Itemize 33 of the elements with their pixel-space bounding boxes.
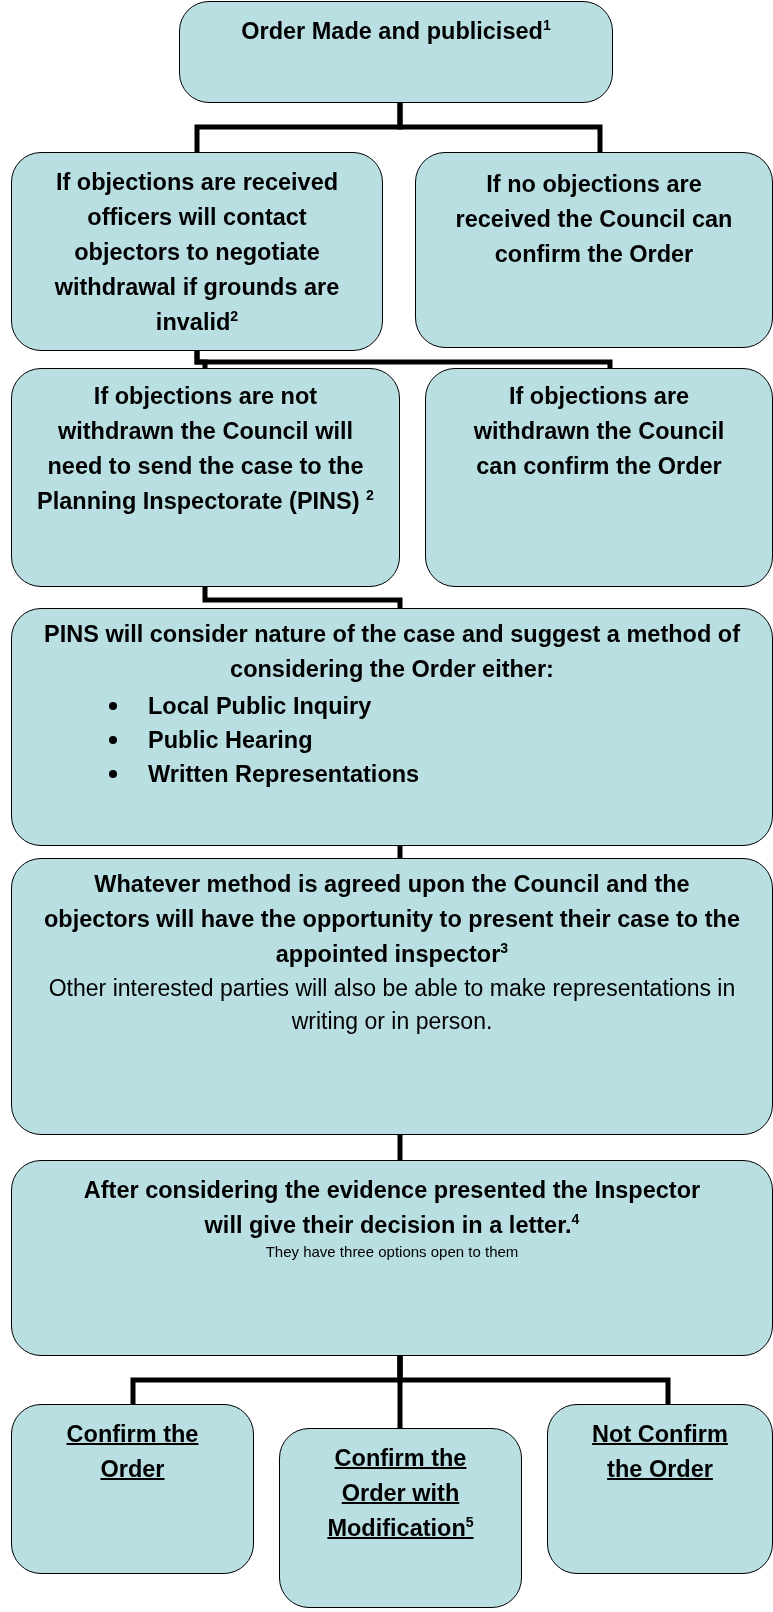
node-heading: Not Confirm the Order <box>591 1420 729 1484</box>
node-heading: If objections are received officers will contact objectors to negotiate withdrawal if grounds are invalid$^{2}$ <box>53 168 341 337</box>
rounded-box <box>11 1160 773 1356</box>
rounded-box <box>547 1404 773 1574</box>
list-item: Written Representations <box>148 761 420 787</box>
list-item: Local Public Inquiry <box>148 693 372 719</box>
node-text: They have three options open to them <box>264 1243 520 1261</box>
node-heading: If objections are withdrawn the Council can confirm the Order <box>472 382 726 481</box>
connector-line <box>397 1135 403 1160</box>
rounded-box <box>11 152 383 351</box>
node-heading: Confirm the Order <box>65 1420 200 1484</box>
node-heading: If objections are not withdrawn the Council will need to send the case to the Planning Inspectorate (PINS) $^{2}$ <box>36 382 375 516</box>
rounded-box <box>11 608 773 846</box>
connector-line <box>397 1356 671 1404</box>
node-heading: PINS will consider nature of the case and suggest a method of considering the Order either: <box>43 620 741 684</box>
list-item: Public Hearing <box>148 727 313 753</box>
connector-line <box>397 846 403 858</box>
rounded-box <box>11 368 400 587</box>
rounded-box <box>425 368 773 587</box>
connector-line <box>202 587 403 608</box>
rounded-box <box>11 858 773 1135</box>
node-heading: Confirm the Order with Modification$^{5}$ <box>326 1444 475 1543</box>
node-heading: If no objections are received the Council can confirm the Order <box>454 170 734 269</box>
connector-line <box>194 351 613 368</box>
rounded-box <box>415 152 773 348</box>
node-text: Other interested parties will also be able to make representations in writing or in person. <box>47 974 737 1036</box>
node-heading: After considering the evidence presented the Inspector will give their decision in a letter.$^{4}$ <box>82 1176 702 1240</box>
node-heading: Order Made and publicised$^{1}$ <box>240 16 552 46</box>
rounded-box <box>179 1 613 103</box>
connector-line <box>397 103 603 152</box>
rounded-box <box>11 1404 254 1574</box>
rounded-box <box>279 1428 522 1608</box>
node-heading: Whatever method is agreed upon the Council and the objectors will have the opportunity to present their case to the appointed inspector$^{3}$ <box>43 870 741 969</box>
